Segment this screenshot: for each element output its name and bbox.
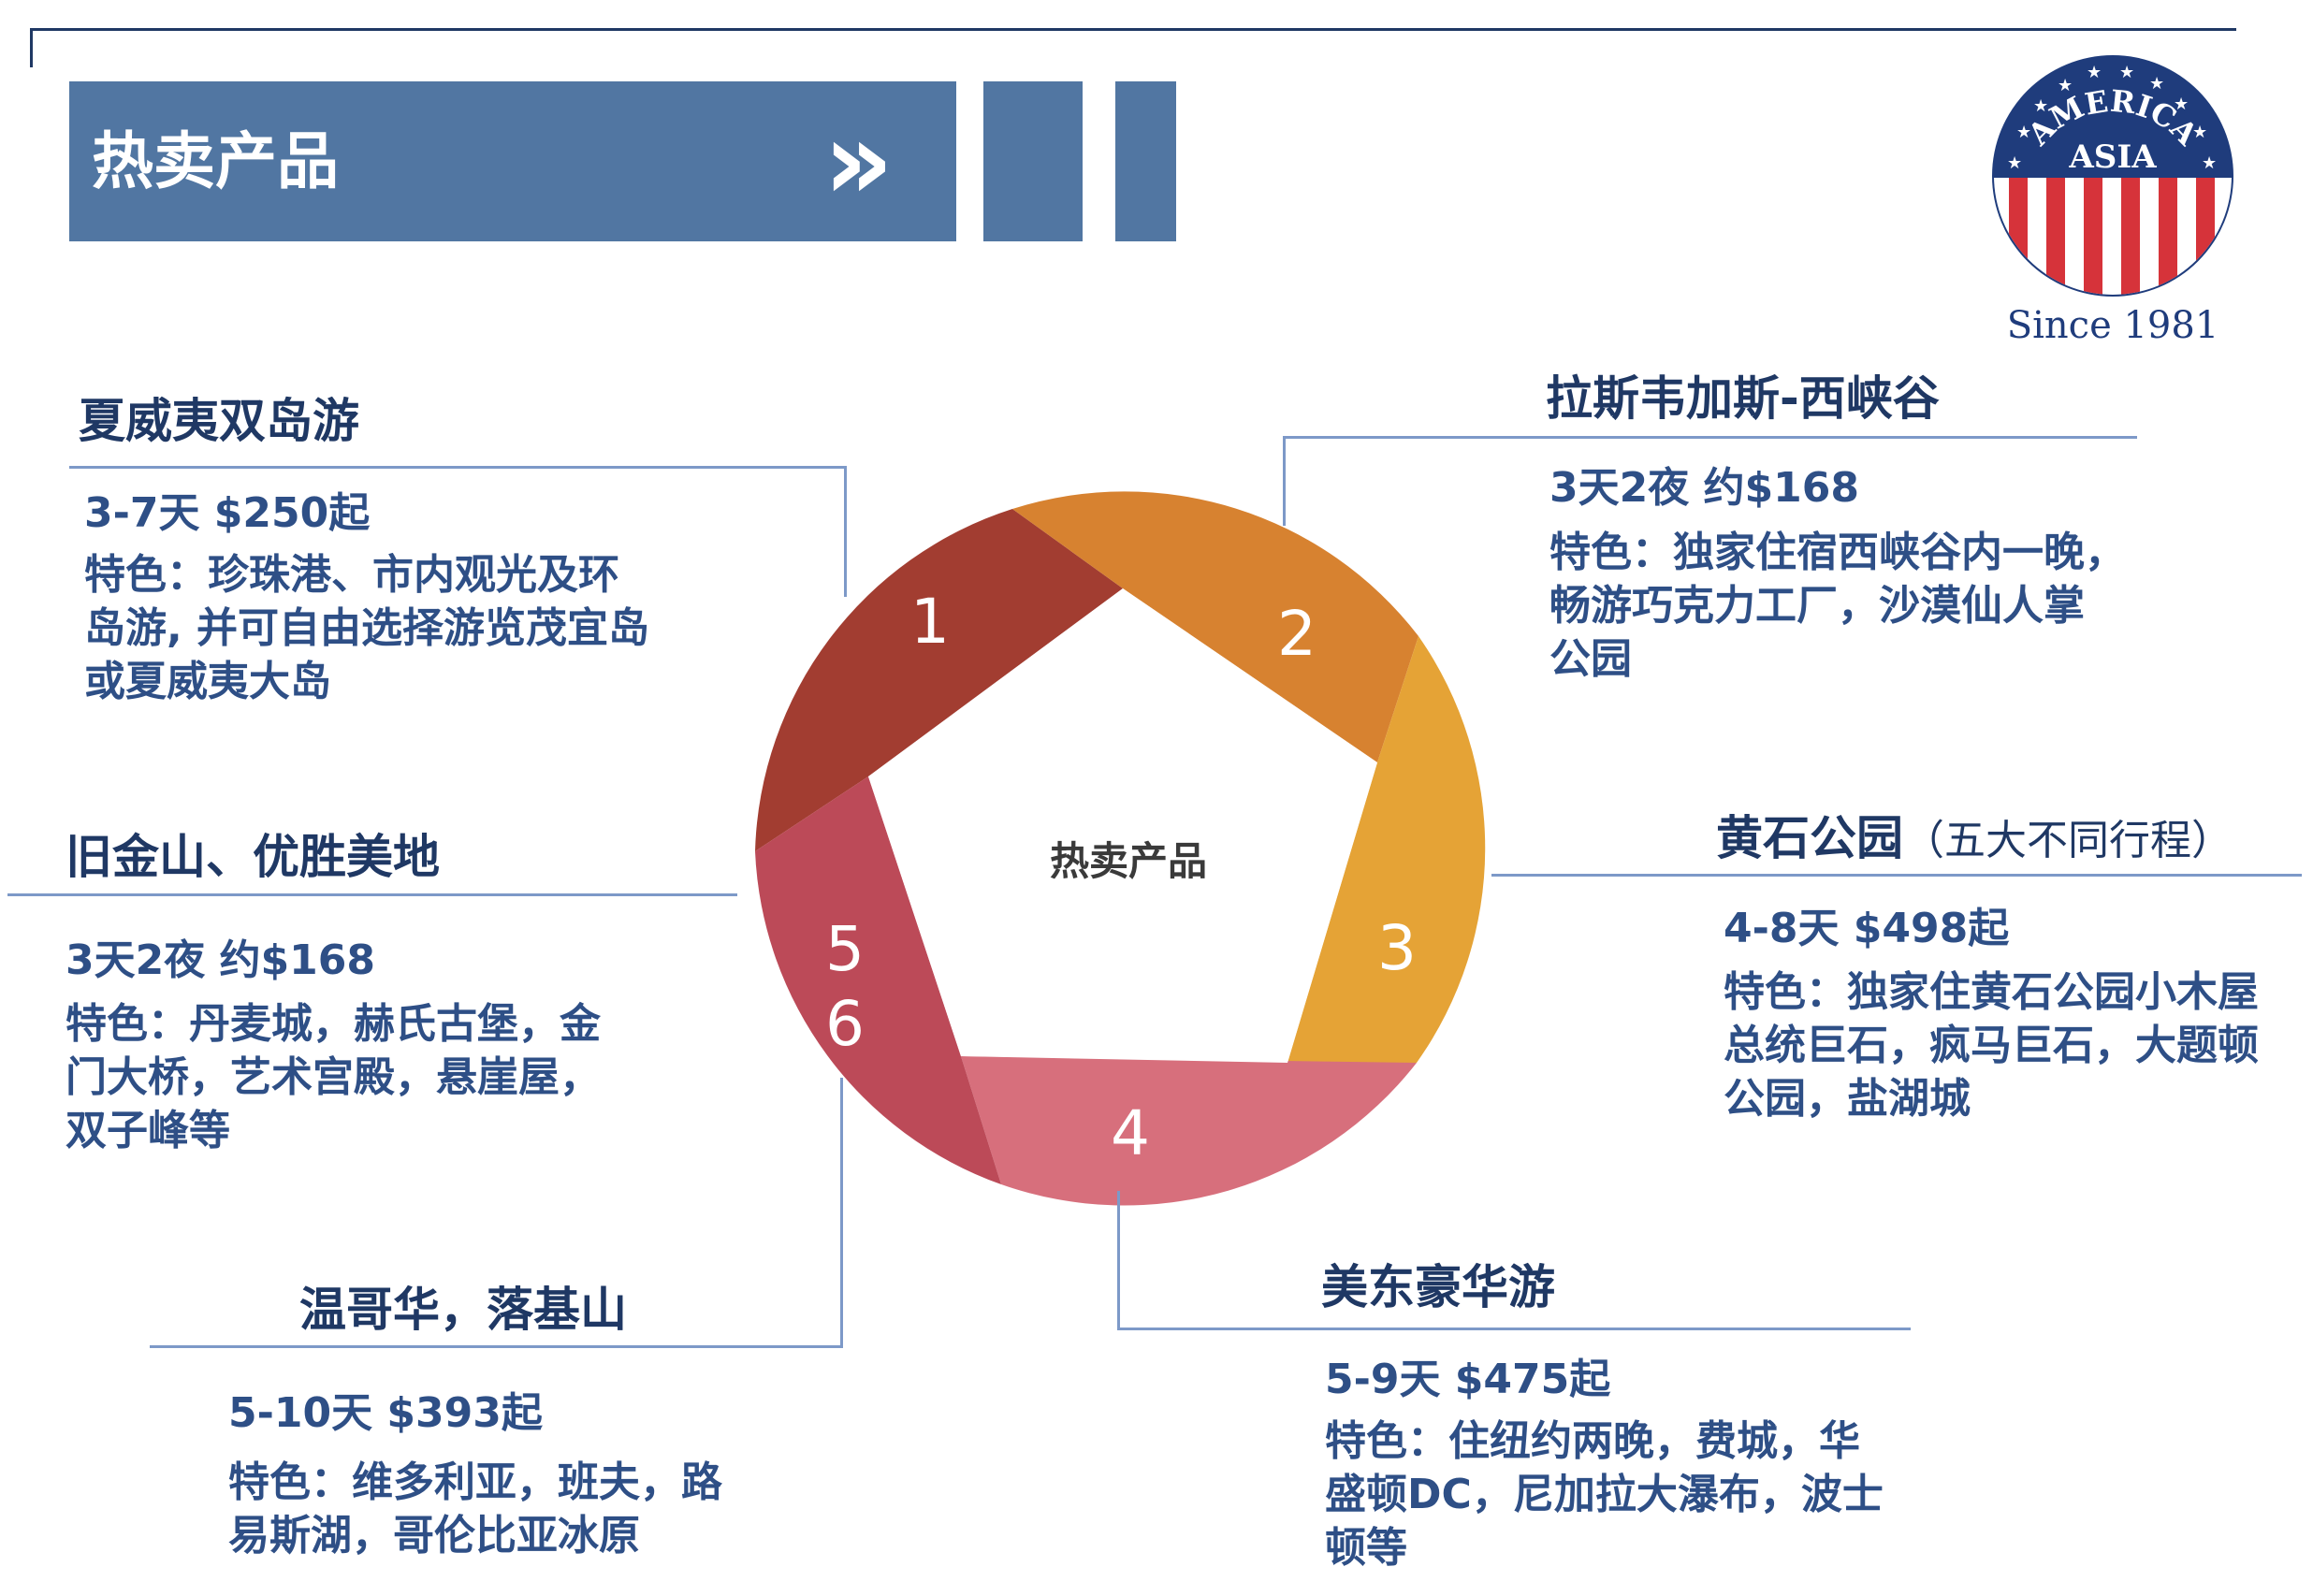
description-line: 特色：独家住宿西峡谷内一晚， [1549,529,2126,576]
svg-text:★: ★ [2174,94,2189,114]
description-line: 顿等 [1325,1524,1407,1572]
america-asia-logo: ★★★ ★★★ ★★★ ★ AMERICA ASIA [1992,55,2233,297]
segment-1 [755,509,1123,851]
segment-5 [755,776,1001,1184]
vancouver-connector [840,1078,843,1348]
yellowstone-title-sub: （五大不同行程） [1903,817,2233,864]
segment-4 [961,1056,1417,1206]
hawaii-title: 夏威夷双岛游 [79,394,359,448]
segment-4-number: 4 [1111,1097,1150,1169]
vegas-connector [1283,436,2137,439]
east-connector [1117,1191,1120,1329]
segment-1-number: 1 [910,586,950,658]
svg-text:★: ★ [2192,123,2207,142]
description-line: 易斯湖，哥伦比亚冰原 [228,1512,640,1560]
east-title: 美东豪华游 [1321,1260,1555,1314]
segment-2-number: 2 [1277,598,1317,670]
east-description: 特色：住纽约两晚，费城，华 盛顿DC，尼加拉大瀑布，波士 顿等 [1325,1415,1884,1574]
description-line: 公园，盐湖城 [1724,1075,1971,1123]
east-connector [1117,1328,1911,1330]
description-line: 特色：维多利亚，班夫，路 [228,1458,722,1506]
diagram-center-label: 热卖产品 [1050,838,1207,884]
svg-text:★: ★ [2119,63,2134,82]
description-line: 公园 [1549,635,1632,683]
vegas-title: 拉斯韦加斯-西峡谷 [1546,371,1940,426]
svg-text:★: ★ [2058,76,2073,95]
vancouver-description: 特色：维多利亚，班夫，路 易斯湖，哥伦比亚冰原 [228,1456,722,1562]
pentagon-center [868,588,1377,1063]
yellowstone-connector [1491,874,2302,877]
svg-text:★: ★ [2149,74,2164,94]
segment-2 [1012,491,1418,762]
logo-center-text: ASIA [2068,138,2157,176]
sanfrancisco-description: 特色：丹麦城，赫氏古堡，金 门大桥，艺术宫殿，悬崖屋， 双子峰等 [65,997,601,1157]
segment-5-number: 5 [825,913,865,985]
yellowstone-title-main: 黄石公园 [1716,811,1903,865]
segment-3-number: 3 [1377,912,1417,984]
east-price: 5-9天 $475起 [1325,1356,1611,1403]
description-line: 或夏威夷大岛 [84,658,331,705]
vegas-connector [1283,436,1286,526]
svg-text:★: ★ [2033,96,2048,116]
svg-text:★: ★ [2087,63,2102,82]
header-rule [30,28,2236,31]
description-line: 畅游巧克力工厂，沙漠仙人掌 [1549,582,2085,630]
sanfrancisco-connector [7,893,737,896]
vancouver-connector [150,1345,842,1348]
svg-text:★: ★ [2016,123,2031,142]
header-rule-tick [30,28,33,67]
title-banner [69,81,956,241]
description-line: 岛游, 并可自由选择游览茂宜岛 [84,604,650,652]
vegas-description: 特色：独家住宿西峡谷内一晚， 畅游巧克力工厂，沙漠仙人掌 公园 [1549,526,2126,686]
logo-since-text: Since 1981 [2006,304,2219,347]
banner-block [983,81,1083,241]
vancouver-title: 温哥华，落基山 [299,1283,627,1337]
description-line: 双子峰等 [65,1107,230,1154]
hawaii-price: 3-7天 $250起 [84,489,371,537]
svg-text:★: ★ [2202,153,2217,173]
sanfrancisco-price: 3天2夜 约$168 [65,936,376,984]
description-line: 总统巨石，疯马巨石，大题顿 [1724,1022,2259,1069]
hawaii-connector [844,466,847,597]
description-line: 特色：珍珠港、市内观光及环 [84,551,619,599]
description-line: 特色：住纽约两晚，费城，华 [1325,1417,1860,1465]
vegas-price: 3天2夜 约$168 [1549,464,1860,512]
description-line: 门大桥，艺术宫殿，悬崖屋， [65,1053,601,1101]
sanfrancisco-title: 旧金山、优胜美地 [65,830,440,884]
yellowstone-price: 4-8天 $498起 [1724,905,2010,952]
description-line: 盛顿DC，尼加拉大瀑布，波士 [1325,1471,1884,1518]
svg-text:★: ★ [2007,153,2022,173]
page-title: 热卖产品 [92,125,339,197]
segment-3 [1287,636,1486,1063]
yellowstone-title: 黄石公园（五大不同行程） [1716,801,2233,868]
description-line: 特色：独家住黄石公园小木屋 [1724,968,2259,1016]
hawaii-description: 特色：珍珠港、市内观光及环 岛游, 并可自由选择游览茂宜岛 或夏威夷大岛 [84,548,649,708]
hawaii-connector [69,466,846,469]
vancouver-price: 5-10天 $393起 [228,1389,543,1437]
yellowstone-description: 特色：独家住黄石公园小木屋 总统巨石，疯马巨石，大题顿 公园，盐湖城 [1724,965,2259,1125]
description-line: 特色：丹麦城，赫氏古堡，金 [65,1000,601,1048]
segment-6-number: 6 [825,988,865,1060]
banner-block [1115,81,1176,241]
